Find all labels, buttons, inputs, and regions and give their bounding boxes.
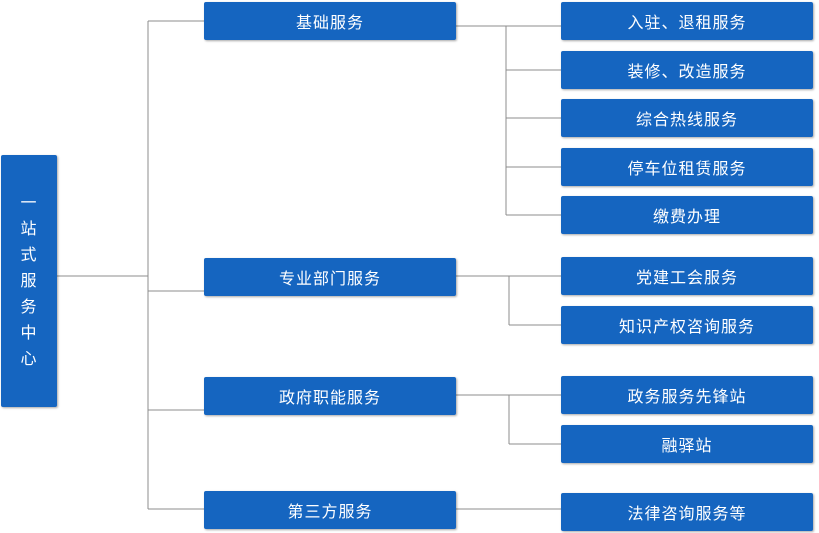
leaf-node: 融驿站 [561, 425, 813, 463]
leaf-label: 知识产权咨询服务 [618, 317, 755, 336]
branch-node-government: 政府职能服务 [204, 377, 456, 415]
branch-label: 第三方服务 [287, 502, 373, 521]
leaf-label: 法律咨询服务等 [627, 504, 747, 523]
leaf-node: 知识产权咨询服务 [561, 306, 813, 344]
leaf-label: 党建工会服务 [635, 268, 738, 287]
leaf-node: 停车位租赁服务 [561, 148, 813, 186]
root-char: 中 [20, 323, 38, 342]
branch-node-professional: 专业部门服务 [204, 258, 456, 296]
root-char: 式 [20, 245, 38, 264]
branch-label: 专业部门服务 [278, 269, 381, 288]
root-char: 务 [20, 297, 38, 316]
leaf-label: 装修、改造服务 [627, 62, 747, 81]
root-char: 心 [20, 349, 38, 368]
leaf-node: 装修、改造服务 [561, 51, 813, 89]
root-char: 服 [20, 271, 38, 290]
leaf-label: 融驿站 [661, 436, 713, 455]
leaf-label: 入驻、退租服务 [627, 13, 747, 32]
leaf-node: 党建工会服务 [561, 257, 813, 295]
leaf-node: 法律咨询服务等 [561, 493, 813, 531]
leaf-label: 政务服务先锋站 [627, 387, 747, 406]
leaf-node: 政务服务先锋站 [561, 376, 813, 414]
root-node: 一 站 式 服 务 中 心 [1, 155, 57, 407]
leaf-label: 停车位租赁服务 [627, 159, 747, 178]
leaf-node: 综合热线服务 [561, 99, 813, 137]
root-char: 一 [20, 193, 38, 212]
branch-label: 政府职能服务 [278, 388, 381, 407]
leaf-node: 缴费办理 [561, 196, 813, 234]
root-char: 站 [20, 219, 38, 238]
leaf-node: 入驻、退租服务 [561, 2, 813, 40]
branch-label: 基础服务 [295, 13, 364, 32]
leaf-label: 综合热线服务 [635, 110, 738, 129]
leaf-label: 缴费办理 [652, 207, 721, 226]
branch-node-thirdparty: 第三方服务 [204, 491, 456, 529]
branch-node-basic: 基础服务 [204, 2, 456, 40]
